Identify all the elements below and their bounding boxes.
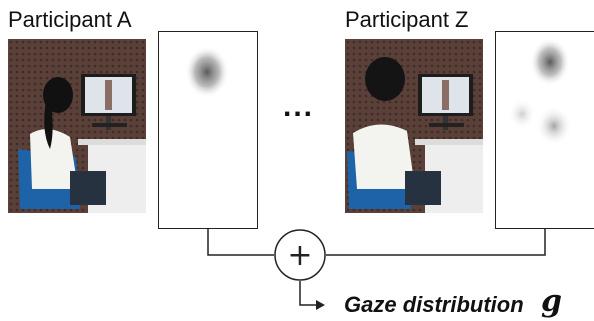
participant-z-gaze-heatmap [495,31,594,229]
ellipsis: ... [283,90,315,123]
sum-node: + [274,229,326,281]
gaze-distribution-label: Gaze distribution [344,292,524,317]
plus-symbol: + [287,238,312,273]
participant-z-label: Participant Z [345,7,469,32]
gaze-distribution-symbol: g [541,284,562,319]
participant-a-label: Participant A [8,7,132,32]
participant-a-photo [8,39,146,213]
participant-a-gaze-heatmap [158,31,258,229]
participant-z-photo [345,39,483,213]
